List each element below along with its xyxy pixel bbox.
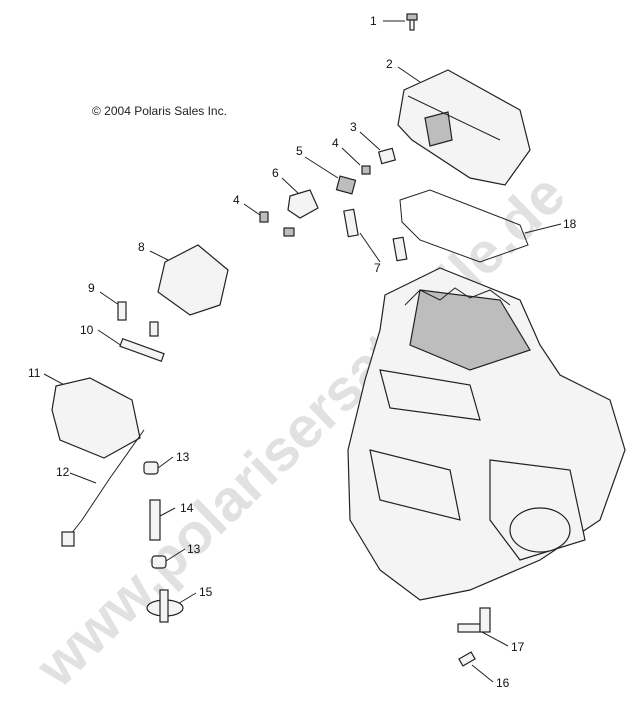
callout-14: 14 bbox=[180, 501, 194, 515]
callout-8: 8 bbox=[138, 240, 145, 254]
callout-13-upper: 13 bbox=[176, 450, 190, 464]
callout-16: 16 bbox=[496, 676, 510, 690]
bolt-4-lower bbox=[259, 211, 269, 223]
plate-3 bbox=[377, 147, 397, 165]
screws-9 bbox=[117, 301, 159, 337]
gasket-18 bbox=[399, 189, 529, 263]
callout-9: 9 bbox=[88, 281, 95, 295]
callout-5: 5 bbox=[296, 144, 303, 158]
pin-16 bbox=[458, 651, 476, 667]
intake-boot-8 bbox=[157, 244, 229, 316]
bushing-13-upper bbox=[143, 461, 159, 475]
bolt-1 bbox=[406, 13, 418, 31]
callout-17: 17 bbox=[511, 640, 525, 654]
callout-labels: 1 2 3 4 5 6 4 7 18 8 9 10 11 12 13 14 13… bbox=[28, 14, 577, 690]
bushing-13-lower bbox=[151, 555, 167, 569]
mount-15 bbox=[146, 589, 184, 623]
valve-cover bbox=[397, 69, 531, 186]
callout-13-lower: 13 bbox=[187, 542, 201, 556]
callout-12: 12 bbox=[56, 465, 70, 479]
spark-plugs-7 bbox=[343, 208, 408, 262]
callout-15: 15 bbox=[199, 585, 213, 599]
callout-7: 7 bbox=[374, 261, 381, 275]
wire-harness-12 bbox=[67, 429, 145, 539]
bolt-4-upper bbox=[361, 165, 371, 175]
rod-10 bbox=[119, 337, 165, 363]
callout-3: 3 bbox=[350, 120, 357, 134]
callout-1: 1 bbox=[370, 14, 377, 28]
callout-2: 2 bbox=[386, 57, 393, 71]
sensor-6 bbox=[283, 189, 319, 237]
throttle-body-11 bbox=[51, 377, 141, 459]
callout-4-lower: 4 bbox=[233, 193, 240, 207]
callout-11: 11 bbox=[28, 366, 41, 380]
callout-4-upper: 4 bbox=[332, 136, 339, 150]
fitting-17 bbox=[457, 607, 491, 633]
callout-6: 6 bbox=[272, 166, 279, 180]
callout-18: 18 bbox=[563, 217, 577, 231]
pin-14 bbox=[149, 499, 161, 541]
gasket-5 bbox=[335, 175, 357, 195]
copyright-notice: © 2004 Polaris Sales Inc. bbox=[92, 104, 227, 118]
callout-10: 10 bbox=[80, 323, 94, 337]
engine-assembly bbox=[347, 267, 626, 601]
